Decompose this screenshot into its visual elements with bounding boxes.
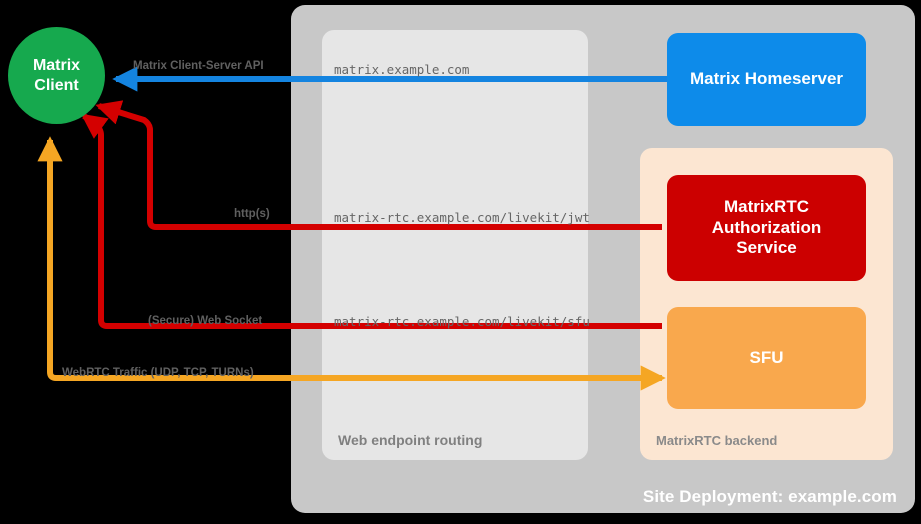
flow-label-webrtc-traffic: WebRTC Traffic (UDP, TCP, TURNs): [62, 367, 254, 379]
endpoint-livekit-jwt: matrix-rtc.example.com/livekit/jwt: [334, 210, 590, 225]
endpoint-livekit-sfu: matrix-rtc.example.com/livekit/sfu: [334, 314, 590, 329]
auth-service-label-line3: Service: [736, 238, 797, 258]
node-matrix-homeserver[interactable]: Matrix Homeserver: [667, 33, 866, 126]
matrix-client-label-line2: Client: [34, 76, 79, 94]
flow-label-matrix-client-server-api: Matrix Client-Server API: [133, 60, 264, 72]
node-matrix-client[interactable]: Matrix Client: [8, 27, 105, 124]
endpoint-matrix-example-com: matrix.example.com: [334, 62, 470, 77]
matrix-homeserver-label: Matrix Homeserver: [689, 69, 844, 89]
auth-service-label-line2: Authorization: [711, 217, 822, 237]
matrix-client-label-line1: Matrix: [32, 56, 81, 74]
auth-service-label-line1: MatrixRTC: [723, 196, 809, 216]
flow-webrtc-traffic: [37, 136, 666, 391]
node-matrixrtc-authorization-service[interactable]: MatrixRTC Authorization Service: [667, 175, 866, 281]
node-sfu[interactable]: SFU: [667, 307, 866, 409]
matrixrtc-backend-label: MatrixRTC backend: [656, 433, 778, 448]
sfu-label: SFU: [749, 347, 784, 367]
flow-livekit-jwt: [95, 100, 662, 230]
web-endpoint-routing-label: Web endpoint routing: [338, 432, 483, 448]
site-deployment-label: Site Deployment: example.com: [642, 487, 897, 506]
flow-label-http-s: http(s): [234, 208, 270, 220]
flow-label-secure-web-socket: (Secure) Web Socket: [148, 315, 263, 327]
